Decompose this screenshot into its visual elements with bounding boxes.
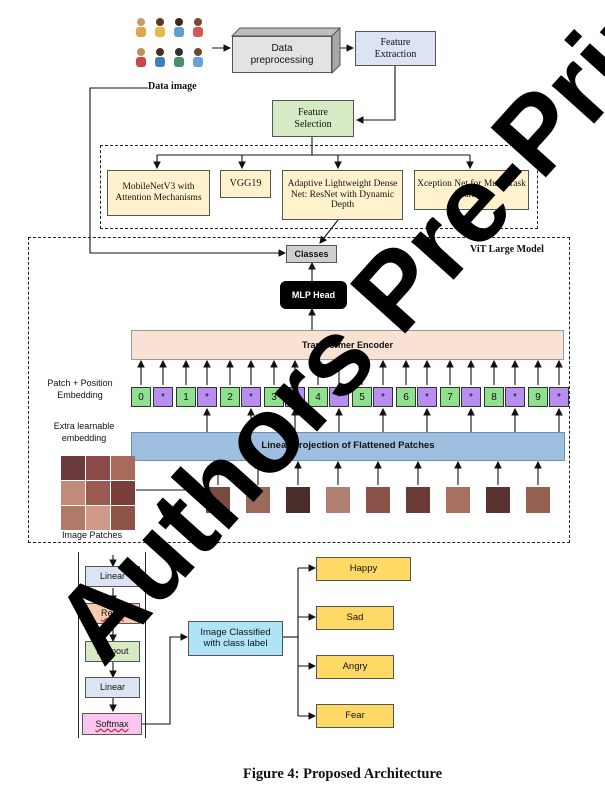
image-patch: [526, 487, 550, 513]
token-index: 2: [220, 387, 240, 407]
head-relu: ReLU: [85, 603, 140, 624]
feature-extraction-label: Feature Extraction: [374, 37, 417, 60]
image-patch: [446, 487, 470, 513]
classified-label: Image Classified with class label: [200, 626, 271, 649]
data-preprocessing-label: Data preprocessing: [250, 43, 314, 66]
vit-group: [28, 237, 570, 543]
model-mobilenetv3-label: MobileNetV3 with Attention Mechanisms: [115, 182, 202, 203]
head-stack-frame: [78, 552, 146, 738]
class-sad: Sad: [316, 606, 394, 630]
class-angry-label: Angry: [342, 660, 368, 672]
head-dropout-label: Dropout: [96, 646, 129, 657]
token-marker: *: [153, 387, 173, 407]
linear-projection-label: Linear Projection of Flattened Patches: [261, 440, 435, 452]
token-marker: *: [417, 387, 437, 407]
image-patch: [366, 487, 390, 513]
image-grid-cell: [111, 506, 135, 530]
head-linear-1: Linear: [85, 566, 140, 587]
token-marker: *: [505, 387, 525, 407]
image-grid-cell: [86, 506, 110, 530]
image-grid-cell: [86, 456, 110, 480]
head-softmax: Softmax: [82, 713, 142, 735]
head-linear-2-label: Linear: [99, 682, 126, 693]
token-index: 0: [131, 387, 151, 407]
classified-box: Image Classified with class label: [188, 621, 283, 656]
transformer-encoder-label: Transformer Encoder: [301, 339, 394, 350]
image-grid-cell: [61, 506, 85, 530]
head-relu-label: ReLU: [100, 608, 124, 619]
image-patch: [326, 487, 350, 513]
class-happy-label: Happy: [349, 562, 378, 574]
token-marker: *: [549, 387, 569, 407]
linear-projection-box: Linear Projection of Flattened Patches: [131, 432, 565, 461]
model-dense-net: Adaptive Lightweight Dense Net: ResNet w…: [282, 170, 403, 220]
token-marker: *: [461, 387, 481, 407]
image-grid-cell: [111, 456, 135, 480]
extra-learnable-label: Extra learnable embedding: [53, 421, 115, 444]
image-grid-cell: [61, 481, 85, 505]
feature-extraction-box: Feature Extraction: [355, 31, 436, 66]
mlp-head-box: MLP Head: [280, 281, 347, 309]
feature-selection-label: Feature Selection: [294, 107, 332, 130]
image-patches-label: Image Patches: [62, 530, 123, 540]
patch-position-label: Patch + Position Embedding: [47, 378, 113, 401]
image-patch: [406, 487, 430, 513]
token-marker: *: [373, 387, 393, 407]
token-index: 7: [440, 387, 460, 407]
classes-label: Classes: [294, 248, 329, 259]
token-index: 3: [264, 387, 284, 407]
data-preprocessing-box: Data preprocessing: [232, 36, 332, 73]
model-mobilenetv3: MobileNetV3 with Attention Mechanisms: [107, 170, 210, 216]
token-marker: *: [329, 387, 349, 407]
model-xception-label: Xception Net for Multi-Task Learning: [417, 179, 526, 200]
image-patch: [206, 487, 230, 513]
head-linear-1-label: Linear: [99, 571, 126, 582]
transformer-encoder-box: Transformer Encoder: [131, 330, 564, 360]
classes-box: Classes: [286, 245, 337, 263]
class-fear: Fear: [316, 704, 394, 728]
token-index: 6: [396, 387, 416, 407]
model-vgg19-label: VGG19: [229, 178, 262, 190]
mlp-head-label: MLP Head: [291, 289, 336, 300]
token-index: 8: [484, 387, 504, 407]
token-marker: *: [197, 387, 217, 407]
data-image-thumbnails: [133, 16, 211, 78]
image-grid-cell: [61, 456, 85, 480]
token-marker: *: [241, 387, 261, 407]
image-patch: [486, 487, 510, 513]
model-vgg19: VGG19: [220, 170, 271, 198]
head-softmax-label: Softmax: [95, 718, 129, 729]
head-linear-2: Linear: [85, 677, 140, 698]
token-index: 9: [528, 387, 548, 407]
class-happy: Happy: [316, 557, 411, 581]
class-angry: Angry: [316, 655, 394, 679]
image-patch: [246, 487, 270, 513]
token-marker: *: [285, 387, 305, 407]
image-patch: [286, 487, 310, 513]
token-index: 4: [308, 387, 328, 407]
class-sad-label: Sad: [346, 611, 364, 623]
token-index: 1: [176, 387, 196, 407]
head-dropout: Dropout: [85, 641, 140, 662]
image-grid-cell: [86, 481, 110, 505]
people-icons: [136, 18, 203, 67]
model-dense-net-label: Adaptive Lightweight Dense Net: ResNet w…: [287, 178, 398, 211]
image-grid-cell: [111, 481, 135, 505]
vit-title: ViT Large Model: [470, 244, 544, 255]
data-image-label: Data image: [148, 81, 197, 92]
models-group: [100, 145, 538, 229]
class-fear-label: Fear: [345, 709, 365, 721]
figure-caption: Figure 4: Proposed Architecture: [243, 766, 443, 782]
token-index: 5: [352, 387, 372, 407]
model-xception: Xception Net for Multi-Task Learning: [414, 170, 529, 210]
feature-selection-box: Feature Selection: [272, 100, 354, 137]
